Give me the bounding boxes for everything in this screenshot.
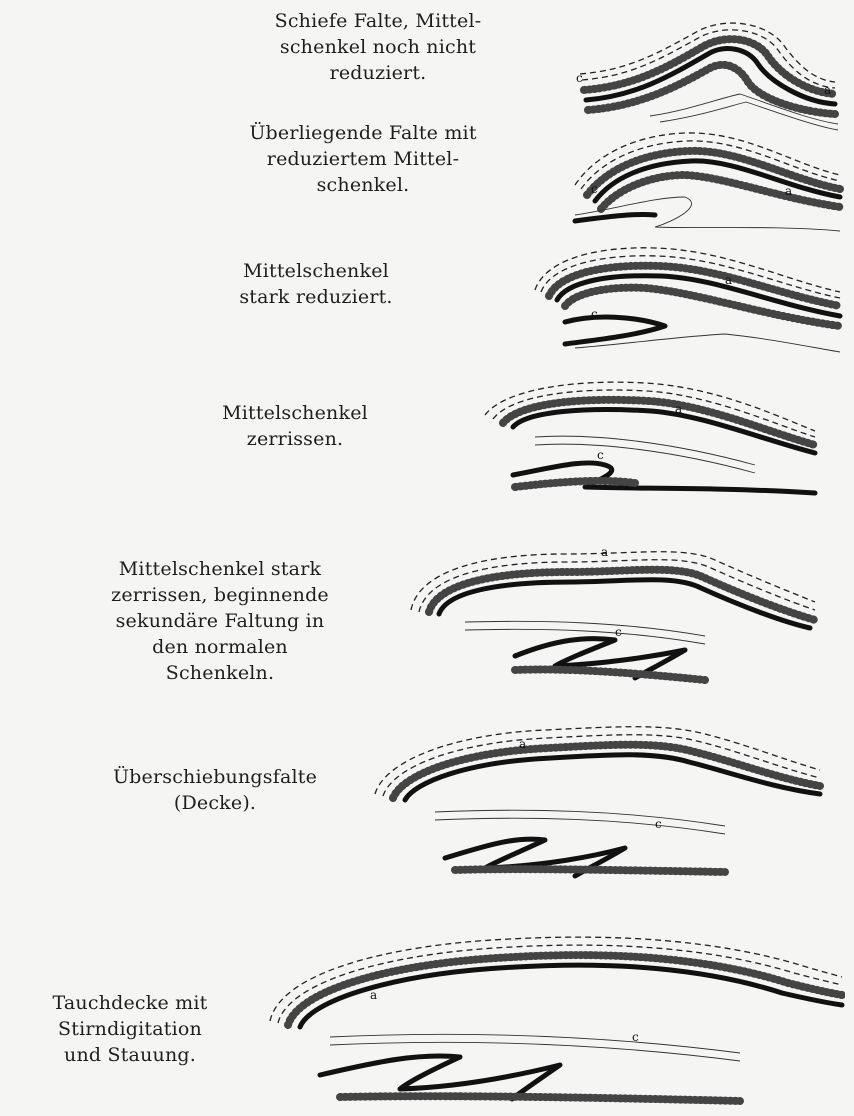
fold-diagram-stage-7: a c bbox=[260, 925, 845, 1110]
caption-stage-1: Schiefe Falte, Mittel- schenkel noch nic… bbox=[248, 8, 508, 86]
caption-stage-6: Überschiebungsfalte (Decke). bbox=[85, 764, 345, 816]
fold-diagram-stage-1: c a bbox=[570, 12, 840, 132]
fold-diagram-stage-3: a c bbox=[525, 240, 845, 360]
caption-stage-7: Tauchdecke mit Stirndigitation und Stauu… bbox=[20, 990, 240, 1068]
marker-a: a bbox=[370, 988, 377, 1002]
marker-c: c bbox=[615, 625, 622, 639]
caption-stage-2: Überliegende Falte mit reduziertem Mitte… bbox=[228, 120, 498, 198]
fold-diagram-stage-6: a c bbox=[365, 720, 825, 880]
marker-c: c bbox=[632, 1030, 639, 1044]
caption-stage-3: Mittelschenkel stark reduziert. bbox=[216, 258, 416, 310]
marker-a: a bbox=[675, 402, 682, 416]
marker-a: a bbox=[785, 184, 792, 198]
fold-diagram-stage-4: a c bbox=[475, 375, 820, 505]
fold-diagram-stage-2: c a bbox=[555, 125, 845, 240]
marker-a: a bbox=[519, 737, 526, 751]
marker-c: c bbox=[576, 71, 583, 85]
caption-stage-4: Mittelschenkel zerrissen. bbox=[200, 400, 390, 452]
marker-c: c bbox=[597, 448, 604, 462]
marker-c: c bbox=[655, 817, 662, 831]
marker-a: a bbox=[725, 273, 732, 287]
marker-c: c bbox=[591, 182, 598, 196]
marker-c: c bbox=[591, 307, 598, 321]
marker-a: a bbox=[601, 545, 608, 559]
caption-stage-5: Mittelschenkel stark zerrissen, beginnen… bbox=[80, 556, 360, 686]
marker-a: a bbox=[824, 83, 831, 97]
fold-diagram-stage-5: a c bbox=[405, 540, 820, 690]
